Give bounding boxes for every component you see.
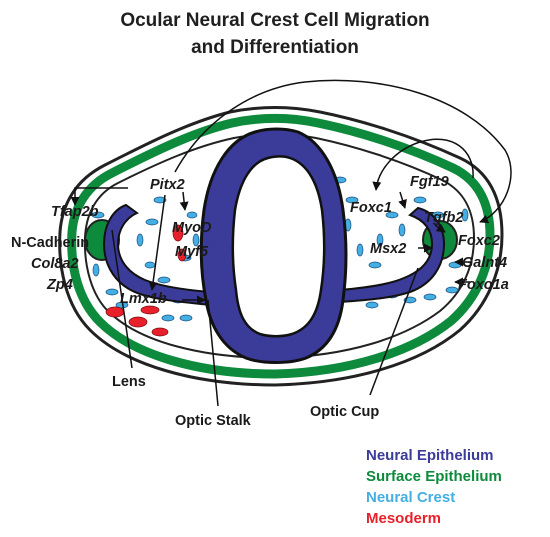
label-optic-cup: Optic Cup [310, 404, 379, 420]
label-lens: Lens [112, 374, 146, 390]
surface-epithelium-green-band [67, 114, 495, 379]
gene-foxc1: Foxc1 [350, 200, 392, 216]
pitx2-to-lmx1b-arrow [148, 194, 166, 291]
pitx2-to-myod-arrow [179, 191, 189, 211]
gene-tgfb2: Tgfb2 [424, 210, 463, 226]
title-line-1: Ocular Neural Crest Cell Migration [120, 10, 429, 31]
gene-pitx2: Pitx2 [150, 177, 185, 193]
gene-col8a2: Col8a2 [31, 256, 79, 272]
mesoderm-cells [105, 224, 187, 337]
legend: Neural Epithelium Surface Epithelium Neu… [366, 447, 502, 527]
gene-tfap2b: Tfap2b [51, 204, 99, 220]
label-n-cadherin: N-Cadherin [11, 235, 89, 251]
neural-tube-lumen [231, 155, 326, 338]
legend-neural-crest: Neural Crest [366, 489, 455, 506]
gene-galnt4: Galnt4 [462, 255, 507, 271]
gene-msx2: Msx2 [370, 241, 406, 257]
gene-zp4: Zp4 [46, 277, 73, 293]
lens-leader [111, 229, 133, 369]
legend-mesoderm: Mesoderm [366, 510, 441, 527]
fgf19-arrow [398, 191, 407, 209]
gene-fgf19: Fgf19 [410, 174, 449, 190]
legend-surface-epithelium: Surface Epithelium [366, 468, 502, 485]
neural-crest-cells [88, 176, 469, 322]
tfap2b-arrow [70, 187, 128, 206]
foxc1-loop-arrow [372, 138, 474, 191]
legend-neural-epithelium: Neural Epithelium [366, 447, 494, 464]
optic-stalk-leader [207, 299, 219, 407]
title-line-2: and Differentiation [191, 37, 359, 58]
tgfb2-arrow [434, 223, 446, 233]
label-optic-stalk: Optic Stalk [175, 413, 252, 429]
gene-myf5: Myf5 [175, 244, 209, 260]
optic-cup-leader [369, 267, 419, 396]
gene-myod: MyoD [172, 220, 212, 236]
gene-foxo1a: Foxo1a [458, 277, 509, 293]
gene-lmx1b: Lmx1b [120, 291, 167, 307]
top-migration-arrow [174, 79, 512, 224]
gene-foxc2: Foxc2 [458, 233, 500, 249]
